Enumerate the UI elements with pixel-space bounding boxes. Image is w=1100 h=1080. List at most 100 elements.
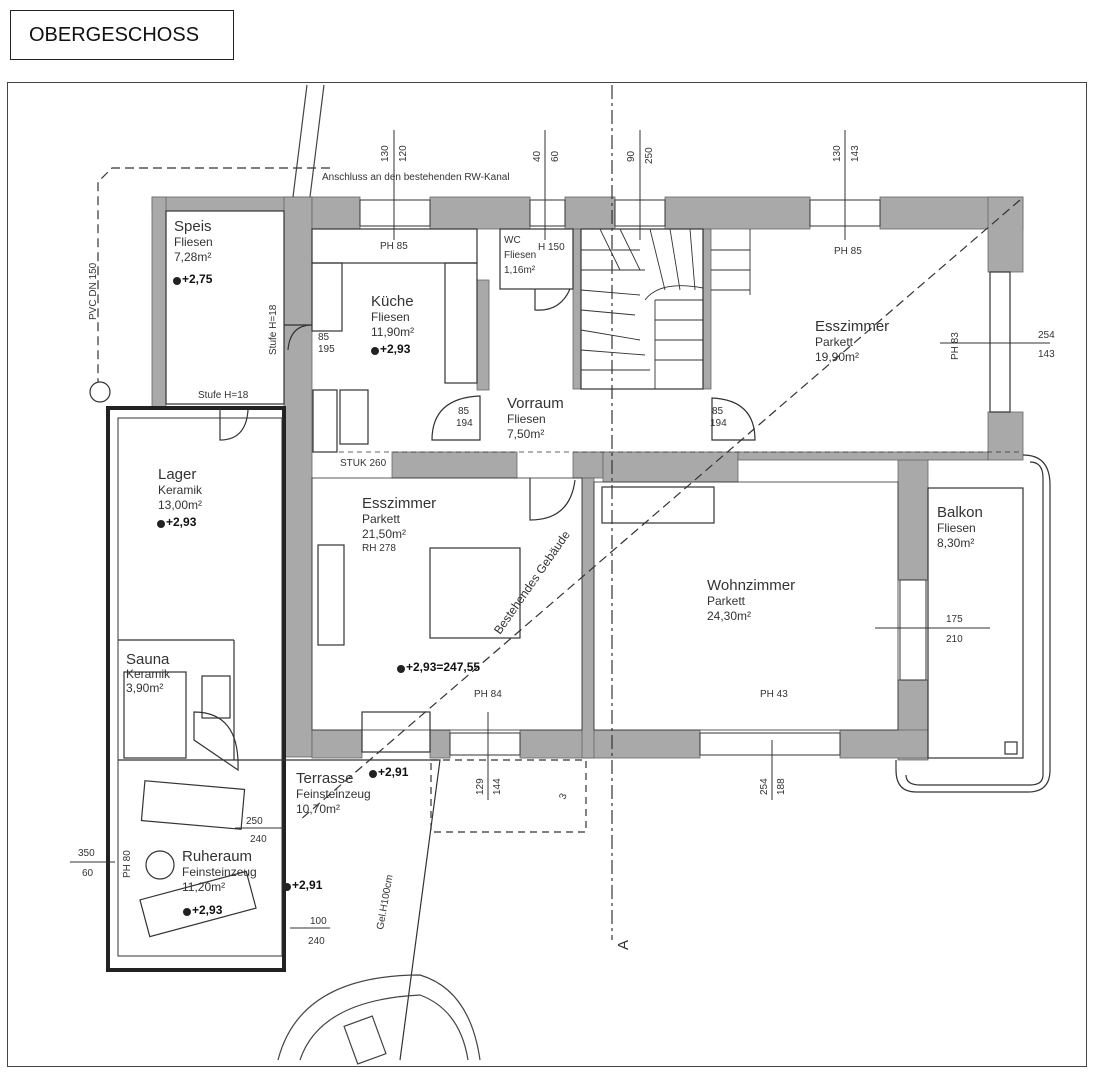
kueche-ph: PH 85: [380, 241, 408, 252]
vorraum-name: Vorraum: [507, 395, 564, 412]
wc-floor: Fliesen: [504, 250, 536, 261]
ruheraum-area: 11,20m²: [182, 880, 225, 894]
dim-door2-a: 85: [712, 406, 724, 417]
ruheraum-floor: Feinsteinzeug: [182, 865, 257, 879]
esszimmer-ne-area: 19,90m²: [815, 350, 859, 364]
level-markers: [157, 277, 405, 916]
dim-top3-a: 90: [626, 150, 637, 162]
railing-label: Gel.H100cm: [375, 874, 395, 931]
balkon-area: 8,30m²: [937, 536, 974, 550]
dim-door2-b: 194: [710, 418, 727, 429]
dim-bot2-a: 254: [759, 778, 770, 795]
esszimmer-ne-ph-side: PH 83: [950, 332, 961, 360]
canal-note: Anschluss an den bestehenden RW-Kanal: [322, 172, 510, 183]
wohnzimmer-ph: PH 43: [760, 689, 788, 700]
kueche-level: +2,93: [380, 342, 411, 356]
dim-top2-a: 40: [532, 150, 543, 162]
speis-name: Speis: [174, 218, 212, 235]
esszimmer-area: 21,50m²: [362, 527, 406, 541]
pipe-label: PVC DN 150: [88, 262, 99, 320]
speis-level: +2,75: [182, 272, 213, 286]
speis-step: Stufe H=18: [198, 390, 249, 401]
entrance-steps: [277, 974, 481, 1065]
esszimmer-ph: PH 84: [474, 689, 502, 700]
dim-top1-b: 120: [398, 145, 409, 162]
esszimmer-ne-ph: PH 85: [834, 246, 862, 257]
roof-pipe: [292, 84, 325, 198]
room-labels: Speis Fliesen 7,28m² +2,75 Stufe H=18 Kü…: [122, 218, 983, 917]
ruheraum-ph: PH 80: [122, 850, 133, 878]
dim-top2-b: 60: [550, 150, 561, 162]
esszimmer-rh: RH 278: [362, 543, 396, 554]
dim-balkon-a: 175: [946, 614, 963, 625]
dim-right-a: 254: [1038, 330, 1055, 341]
vorraum-floor: Fliesen: [507, 412, 546, 426]
lager-area: 13,00m²: [158, 498, 202, 512]
plan-frame: [7, 82, 1087, 1067]
dim-top3-b: 250: [644, 147, 655, 164]
esszimmer-ne-name: Esszimmer: [815, 318, 889, 335]
balkon-floor: Fliesen: [937, 521, 976, 535]
terrasse-floor: Feinsteinzeug: [296, 787, 371, 801]
dim-kdoor-b: 195: [318, 344, 335, 355]
dim-left-b: 60: [82, 868, 94, 879]
dim-rr-b: 240: [250, 834, 267, 845]
terrasse-area: 10,70m²: [296, 802, 340, 816]
walls: [151, 196, 1024, 761]
esszimmer-stuk: STUK 260: [340, 458, 387, 469]
dim-door-b: 194: [456, 418, 473, 429]
ruheraum-name: Ruheraum: [182, 848, 252, 865]
dimension-lines: [70, 130, 1050, 929]
section-mark: A: [615, 940, 632, 950]
dashed-lines: [97, 85, 1021, 940]
wohnzimmer-name: Wohnzimmer: [707, 577, 795, 594]
sauna-area: 3,90m²: [126, 681, 163, 695]
speis-floor: Fliesen: [174, 235, 213, 249]
dimension-labels: 130 120 40 60 90 250 130 143 254 143 175…: [78, 145, 1055, 947]
wc-name: WC: [504, 235, 521, 246]
terrasse-level: +2,91: [378, 765, 409, 779]
linework: [89, 210, 1051, 1061]
speis-area: 7,28m²: [174, 250, 211, 264]
dim-left-a: 350: [78, 848, 95, 859]
dim-balkon-b: 210: [946, 634, 963, 645]
lager-level: +2,93: [166, 515, 197, 529]
kueche-step: Stufe H=18: [268, 304, 279, 355]
vorraum-area: 7,50m²: [507, 427, 544, 441]
dim-bot1-b: 144: [492, 778, 503, 795]
dim-door-a: 85: [458, 406, 470, 417]
kueche-floor: Fliesen: [371, 310, 410, 324]
dim-bot2-b: 188: [776, 778, 787, 795]
dim-top4-b: 143: [850, 145, 861, 162]
lager-name: Lager: [158, 466, 196, 483]
dim-top4-a: 130: [832, 145, 843, 162]
plan-title: OBERGESCHOSS: [10, 10, 234, 60]
wc-area: 1,16m²: [504, 265, 536, 276]
lager-floor: Keramik: [158, 483, 203, 497]
wohnzimmer-area: 24,30m²: [707, 609, 751, 623]
dim-kdoor-a: 85: [318, 332, 330, 343]
stair-treads: [580, 228, 751, 389]
dim-right-b: 143: [1038, 349, 1055, 360]
dim-stair: 3: [557, 792, 569, 801]
wohnzimmer-floor: Parkett: [707, 594, 746, 608]
dim-rr2-a: 100: [310, 916, 327, 927]
esszimmer-name: Esszimmer: [362, 495, 436, 512]
ruheraum-level2: +2,91: [292, 878, 323, 892]
dim-top1-a: 130: [380, 145, 391, 162]
esszimmer-level: +2,93=247,55: [406, 660, 480, 674]
balkon-name: Balkon: [937, 504, 983, 521]
wc-ph: H 150: [538, 242, 565, 253]
sauna-floor: Keramik: [126, 667, 171, 681]
dim-bot1-a: 129: [475, 778, 486, 795]
dim-rr2-b: 240: [308, 936, 325, 947]
esszimmer-ne-floor: Parkett: [815, 335, 854, 349]
esszimmer-floor: Parkett: [362, 512, 401, 526]
terrasse-name: Terrasse: [296, 770, 354, 787]
kueche-area: 11,90m²: [371, 325, 414, 339]
dim-rr-a: 250: [246, 816, 263, 827]
sauna-name: Sauna: [126, 651, 170, 668]
kueche-name: Küche: [371, 293, 414, 310]
ruheraum-level: +2,93: [192, 903, 223, 917]
